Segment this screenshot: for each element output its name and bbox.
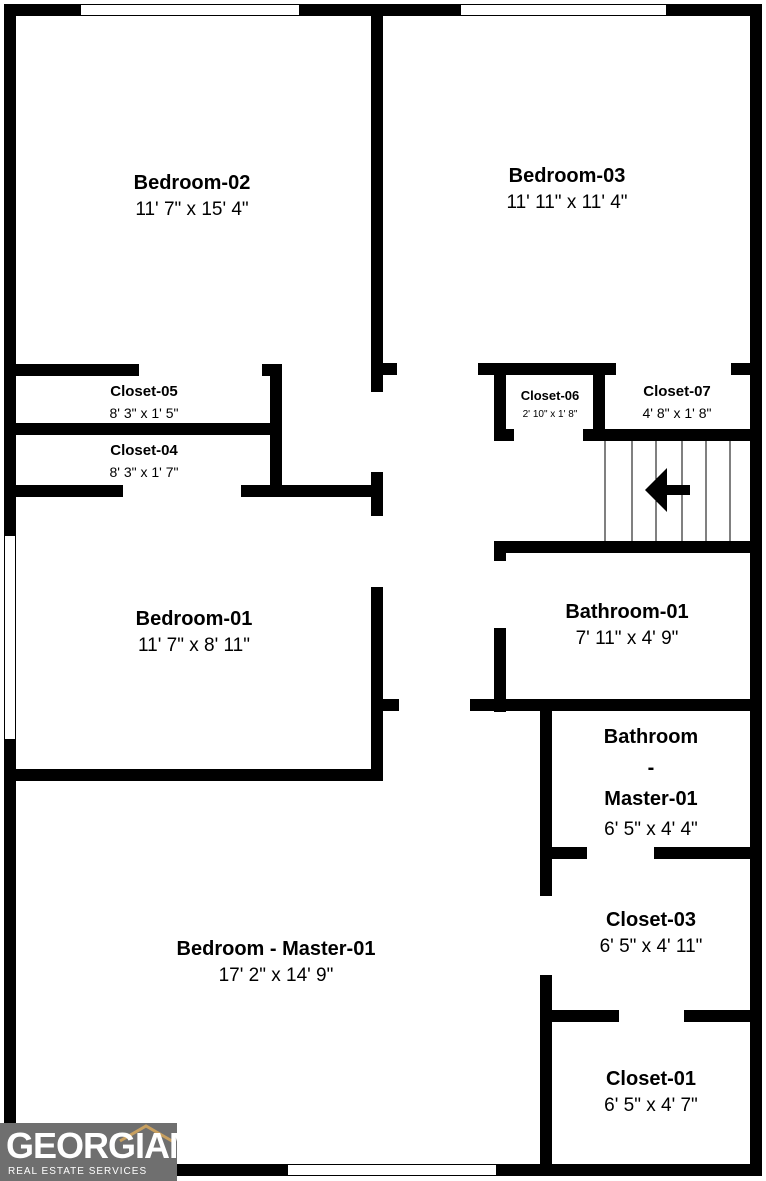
wall-bathmaster-bottom-left xyxy=(552,847,587,859)
room-name: Closet-01 xyxy=(605,1068,697,1090)
room-dimensions: 8' 3" x 1' 7" xyxy=(109,464,179,480)
room-closet-03: Closet-03 6' 5" x 4' 11" xyxy=(600,908,703,962)
window-top-left xyxy=(80,4,300,16)
wall-right xyxy=(750,4,762,1176)
room-closet-07: Closet-07 4' 8" x 1' 8" xyxy=(643,383,712,425)
room-dimensions: 6' 5" x 4' 4" xyxy=(604,819,698,840)
room-name: Bathroom-01 xyxy=(565,601,689,623)
room-name: Bedroom-03 xyxy=(508,165,626,187)
window-top-right xyxy=(460,4,667,16)
wall-closet04-bottom-right xyxy=(241,485,383,497)
wall-closet06-left-stub xyxy=(494,429,514,441)
room-name: Bedroom - Master-01 xyxy=(176,938,376,960)
wall-closet05-top xyxy=(16,364,139,376)
wall-bed02-bed03 xyxy=(371,4,383,392)
logo-brand: GEORGIAMLS xyxy=(6,1125,243,1166)
room-bedroom-02: Bedroom-02 11' 7" x 15' 4" xyxy=(134,171,251,225)
room-name: Closet-04 xyxy=(110,442,178,459)
staircase xyxy=(604,440,731,543)
room-dimensions: 4' 8" x 1' 8" xyxy=(642,405,712,421)
room-name-line2: - xyxy=(647,757,655,779)
room-closet-01: Closet-01 6' 5" x 4' 7" xyxy=(604,1067,698,1121)
room-bathroom-01: Bathroom-01 7' 11" x 4' 9" xyxy=(565,600,688,654)
window-bottom xyxy=(287,1164,497,1176)
room-name: Closet-06 xyxy=(520,388,580,403)
room-dimensions: 7' 11" x 4' 9" xyxy=(575,628,679,649)
room-bedroom-03: Bedroom-03 11' 11" x 11' 4" xyxy=(506,164,627,218)
wall-closet07-bottom xyxy=(583,429,762,441)
wall-bed01-top-stub xyxy=(371,472,383,516)
wall-closet03-bottom-right xyxy=(684,1010,762,1022)
wall-stairs-bottom xyxy=(494,541,762,553)
room-dimensions: 11' 11" x 11' 4" xyxy=(506,192,628,213)
wall-stairs-bottom-stub xyxy=(494,541,506,561)
wall-bath01-left xyxy=(494,628,506,712)
wall-bed01-right-stub xyxy=(383,699,399,711)
room-dimensions: 6' 5" x 4' 11" xyxy=(599,936,703,957)
room-bedroom-master-01: Bedroom - Master-01 17' 2" x 14' 9" xyxy=(177,937,376,991)
room-name: Bedroom-02 xyxy=(133,172,251,194)
wall-closet03-bottom-left xyxy=(552,1010,619,1022)
room-name: Closet-05 xyxy=(110,383,178,400)
wall-bed01-bottom xyxy=(16,769,383,781)
room-dimensions: 8' 3" x 1' 5" xyxy=(109,405,179,421)
room-dimensions: 11' 7" x 8' 11" xyxy=(138,635,250,656)
wall-bath01-bottom xyxy=(470,699,762,711)
room-closet-04: Closet-04 8' 3" x 1' 7" xyxy=(110,442,179,484)
room-bedroom-01: Bedroom-01 11' 7" x 8' 11" xyxy=(136,607,253,661)
logo-tagline: REAL ESTATE SERVICES xyxy=(8,1166,148,1177)
room-closet-06: Closet-06 2' 10" x 1' 8" xyxy=(521,388,580,426)
roof-icon xyxy=(119,1124,173,1143)
wall-bathmaster-bottom-right xyxy=(654,847,762,859)
wall-master-column xyxy=(540,699,552,896)
room-name: Bedroom-01 xyxy=(135,608,253,630)
wall-closet01-column xyxy=(540,975,552,1176)
room-dimensions: 2' 10" x 1' 8" xyxy=(522,409,578,420)
wall-closet07-top-stub xyxy=(731,363,751,375)
window-left xyxy=(4,535,16,740)
room-name-line1: Bathroom xyxy=(603,726,699,748)
room-name: Closet-07 xyxy=(643,383,711,400)
room-name: Closet-03 xyxy=(605,909,697,931)
room-closet-05: Closet-05 8' 3" x 1' 5" xyxy=(110,383,179,425)
arrow-left-icon xyxy=(645,468,690,512)
wall-closets-right xyxy=(270,364,282,496)
georgia-mls-logo: GEORGIAMLS REAL ESTATE SERVICES xyxy=(0,1123,243,1181)
room-dimensions: 6' 5" x 4' 7" xyxy=(604,1095,698,1116)
wall-closet06-top xyxy=(478,363,616,375)
wall-closet06-right xyxy=(593,363,605,441)
room-name-line3: Master-01 xyxy=(604,788,698,810)
wall-closet04-bottom-left xyxy=(16,485,123,497)
wall-closet05-bottom xyxy=(16,423,274,435)
wall-bed01-right xyxy=(371,587,383,781)
wall-closet06-left xyxy=(494,363,506,441)
wall-stub xyxy=(383,363,397,375)
room-dimensions: 11' 7" x 15' 4" xyxy=(135,199,249,220)
room-dimensions: 17' 2" x 14' 9" xyxy=(218,965,334,986)
room-bathroom-master-01: Bathroom - Master-01 6' 5" x 4' 4" xyxy=(604,722,698,845)
